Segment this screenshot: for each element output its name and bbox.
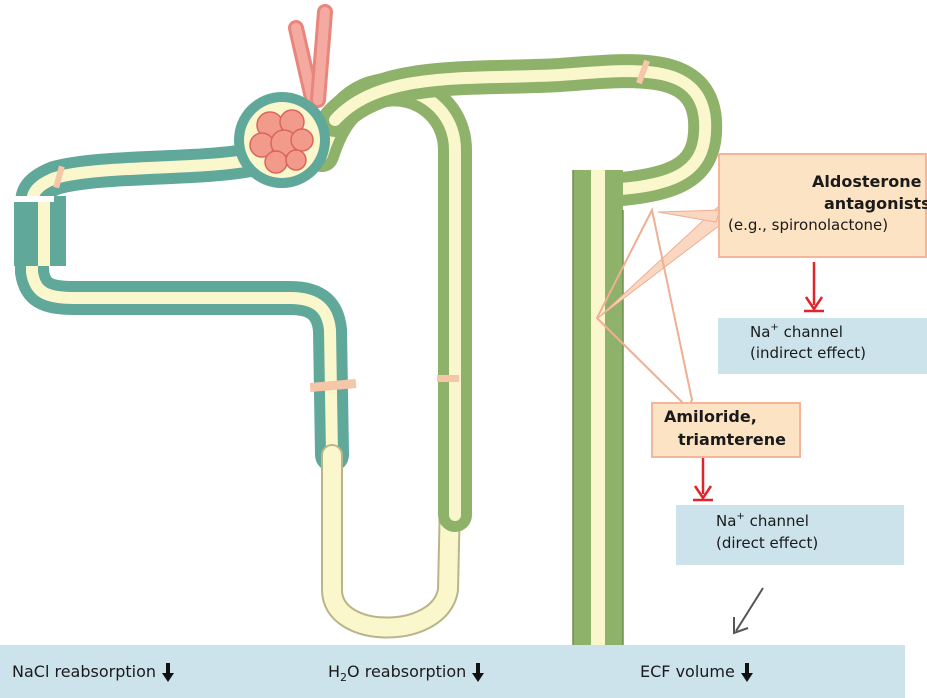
collecting-duct bbox=[573, 170, 623, 650]
down-arrow-icon bbox=[472, 663, 484, 683]
down-arrow-icon bbox=[741, 663, 753, 683]
gray-arrow bbox=[734, 588, 763, 633]
down-arrow-icon bbox=[162, 663, 174, 683]
proximal-tubule bbox=[14, 160, 332, 455]
glomerulus bbox=[234, 92, 330, 188]
na-channel-indirect-line2: (indirect effect) bbox=[750, 344, 866, 362]
loop-of-henle bbox=[332, 455, 450, 628]
aldosterone-label: Aldosterone bbox=[812, 172, 921, 191]
red-arrows bbox=[693, 262, 824, 500]
distal-tubule bbox=[322, 71, 705, 515]
amiloride-label: Amiloride, bbox=[664, 407, 757, 426]
ecf-volume: ECF volume bbox=[640, 662, 753, 683]
na-channel-direct-line2: (direct effect) bbox=[716, 534, 818, 552]
na-channel-direct-line1: Na+ channel bbox=[716, 512, 809, 530]
spironolactone-label: (e.g., spironolactone) bbox=[728, 216, 888, 234]
arterioles bbox=[296, 12, 325, 100]
antagonists-label: antagonists bbox=[824, 194, 927, 213]
nacl-reabsorption: NaCl reabsorption bbox=[12, 662, 174, 683]
na-channel-indirect-line1: Na+ channel bbox=[750, 323, 843, 341]
h2o-reabsorption: H2O reabsorption bbox=[328, 662, 484, 683]
triamterene-label: triamterene bbox=[678, 430, 786, 449]
